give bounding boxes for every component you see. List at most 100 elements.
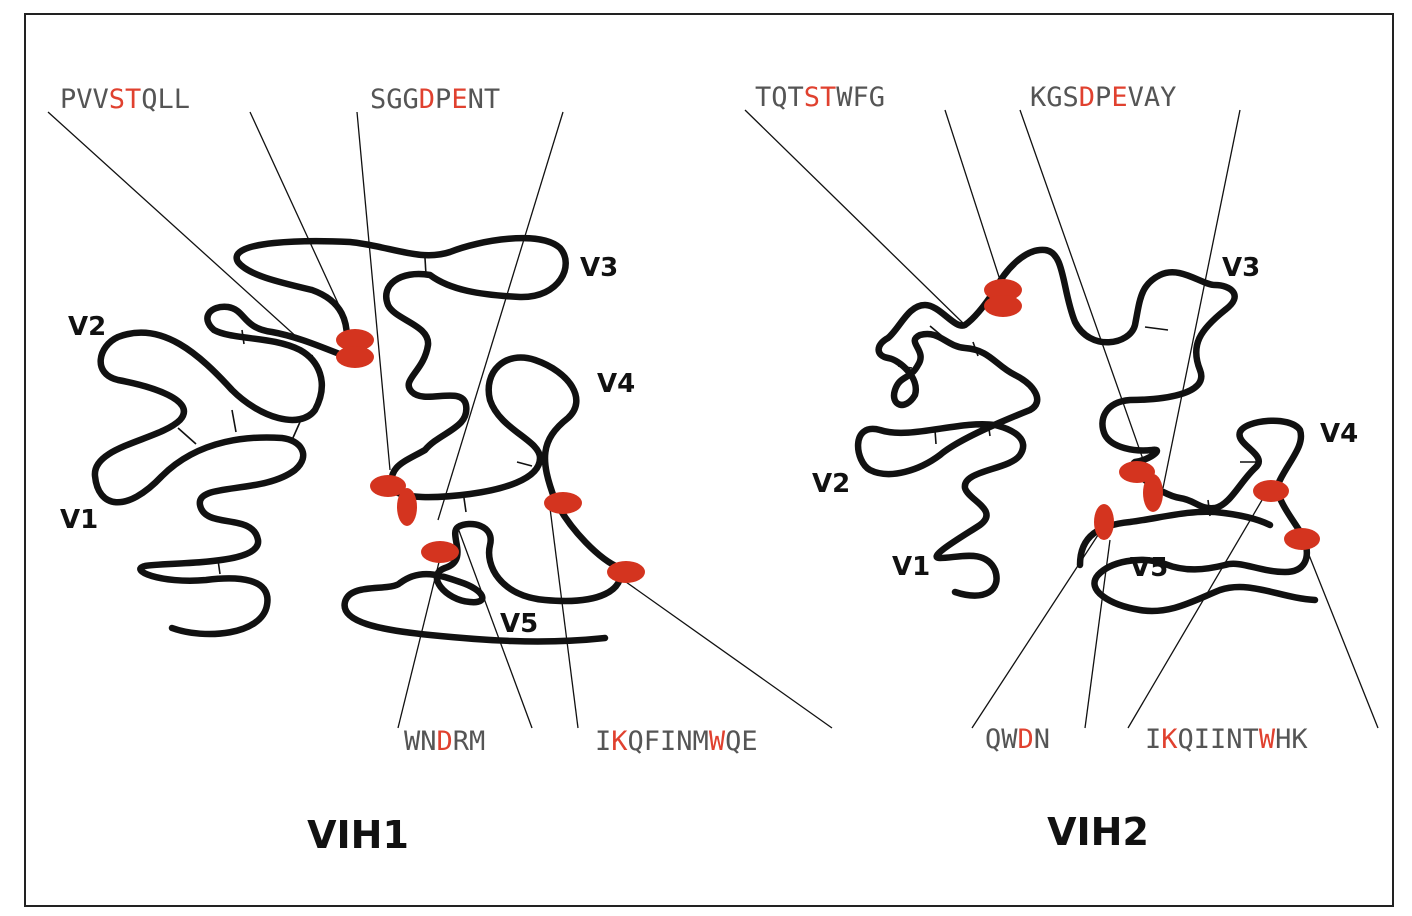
vih2-sequence-ikqiintwhk: IKQIINTWHK xyxy=(1145,724,1308,755)
vih2-sequence-qwdn: QWDN xyxy=(985,724,1050,755)
vih1-sequence-sggdpent: SGGDPENT xyxy=(370,84,500,115)
vih1-sequence-ikqfinmwqe: IKQFINMWQE xyxy=(595,726,758,757)
vih2-binding-site xyxy=(1119,461,1155,483)
seq-qwdn-segment: D xyxy=(1018,724,1034,755)
vih2-loop-label-v5: V5 xyxy=(1130,553,1168,583)
vih1-backbone-chain xyxy=(91,234,624,645)
vih1-crosslink xyxy=(231,409,237,433)
seq-ikqiintwhk-segment: W xyxy=(1259,724,1276,755)
vih2-binding-sites xyxy=(984,279,1320,550)
seq-sggdpent-segment: P xyxy=(435,84,451,115)
panel-vih1: PVVSTQLL SGGDPENT WNDRM IKQFINMWQE V1 V2… xyxy=(47,84,833,857)
vih2-loop-label-v1: V1 xyxy=(892,552,930,582)
vih1-leader-line xyxy=(356,111,391,471)
seq-kgsdpevay-segment: VAY xyxy=(1128,82,1177,113)
seq-ikqfinmwqe-segment: QFINM xyxy=(628,726,709,757)
vih1-crosslinks xyxy=(177,257,533,575)
vih1-sequence-pvvstqll: PVVSTQLL xyxy=(60,84,190,115)
vih1-sequence-wndrm: WNDRM xyxy=(404,726,485,757)
vih2-leader-line xyxy=(1162,109,1241,489)
vih1-leader-line xyxy=(397,557,441,729)
seq-kgsdpevay-segment: E xyxy=(1111,82,1127,113)
seq-ikqfinmwqe-segment: I xyxy=(595,726,611,757)
vih1-crosslink xyxy=(177,427,197,445)
vih2-crosslink xyxy=(934,429,937,445)
seq-ikqiintwhk-segment: K xyxy=(1161,724,1178,755)
vih2-loop-label-v2: V2 xyxy=(812,469,850,499)
vih1-crosslink xyxy=(516,461,533,467)
vih1-crosslink xyxy=(424,257,427,276)
vih1-crosslink xyxy=(217,559,221,575)
seq-ikqfinmwqe-segment: K xyxy=(611,726,628,757)
vih2-leader-line xyxy=(1084,539,1111,729)
seq-kgsdpevay-segment: P xyxy=(1095,82,1111,113)
vih2-binding-site xyxy=(1284,528,1320,550)
vih1-leader-line xyxy=(625,581,833,729)
vih1-loop-label-v1: V1 xyxy=(60,505,98,535)
vih1-binding-site xyxy=(336,346,374,368)
vih2-loop-label-v3: V3 xyxy=(1222,253,1260,283)
vih2-leader-line xyxy=(744,109,966,326)
seq-pvvstqll-segment: QLL xyxy=(141,84,190,115)
seq-pvvstqll-segment: PVV xyxy=(60,84,109,115)
vih2-leader-line xyxy=(1127,494,1266,729)
vih1-binding-site xyxy=(336,329,374,351)
vih1-binding-site xyxy=(370,475,406,497)
vih1-leader-line xyxy=(249,111,349,326)
seq-ikqiintwhk-segment: QIINT xyxy=(1178,724,1259,755)
vih2-sequence-kgsdpevay: KGSDPEVAY xyxy=(1030,82,1176,113)
seq-tqtstwfg-segment: TQT xyxy=(755,82,804,113)
seq-qwdn-segment: QW xyxy=(985,724,1018,755)
vih2-binding-site xyxy=(1143,474,1163,512)
vih2-binding-site xyxy=(1253,480,1289,502)
seq-wndrm-segment: RM xyxy=(453,726,486,757)
vih2-backbone-chain xyxy=(854,246,1319,615)
vih1-binding-site xyxy=(421,541,459,563)
vih2-binding-site xyxy=(1094,504,1114,540)
vih2-leader-lines xyxy=(744,109,1379,729)
seq-wndrm-segment: WN xyxy=(404,726,437,757)
seq-ikqiintwhk-segment: I xyxy=(1145,724,1161,755)
vih2-v5-loop-chain xyxy=(1076,508,1274,569)
vih1-loop-label-v2: V2 xyxy=(68,312,106,342)
vih1-leader-line xyxy=(457,527,533,729)
vih2-leader-line xyxy=(1019,109,1146,466)
vih2-leader-line xyxy=(944,109,1001,281)
vih2-binding-site xyxy=(984,295,1022,317)
vih2-crosslinks xyxy=(897,325,1258,517)
seq-ikqiintwhk-segment: HK xyxy=(1275,724,1308,755)
vih2-crosslink xyxy=(987,421,991,437)
vih1-loop-label-v5: V5 xyxy=(500,609,538,639)
seq-ikqfinmwqe-segment: QE xyxy=(725,726,758,757)
vih1-loop-label-v4: V4 xyxy=(597,369,635,399)
vih2-loop-label-v4: V4 xyxy=(1320,419,1358,449)
vih2-crosslink xyxy=(972,341,979,357)
seq-sggdpent-segment: D xyxy=(419,84,435,115)
vih1-leader-lines xyxy=(47,111,833,729)
vih2-crosslink xyxy=(929,325,943,337)
vih2-sequence-tqtstwfg: TQTSTWFG xyxy=(755,82,885,113)
figure-frame xyxy=(24,13,1394,907)
vih1-binding-site xyxy=(544,492,582,514)
vih1-panel-title: VIH1 xyxy=(307,813,409,857)
vih2-panel-title: VIH2 xyxy=(1047,810,1149,854)
vih1-crosslink xyxy=(291,421,301,441)
vih1-binding-sites xyxy=(336,329,645,583)
vih1-leader-line xyxy=(549,507,579,729)
seq-tqtstwfg-segment: WFG xyxy=(836,82,885,113)
seq-pvvstqll-segment: ST xyxy=(109,84,142,115)
vih1-crosslink xyxy=(463,497,467,513)
vih1-crosslink xyxy=(311,354,319,373)
vih1-binding-site xyxy=(397,488,417,526)
seq-tqtstwfg-segment: ST xyxy=(804,82,837,113)
vih2-crosslink xyxy=(1207,499,1211,517)
vih1-binding-site xyxy=(607,561,645,583)
vih1-loop-label-v3: V3 xyxy=(580,253,618,283)
vih2-leader-line xyxy=(1304,544,1379,729)
seq-kgsdpevay-segment: D xyxy=(1079,82,1095,113)
vih1-leader-line xyxy=(47,111,301,341)
vih2-leader-line xyxy=(971,534,1099,729)
seq-wndrm-segment: D xyxy=(437,726,453,757)
seq-sggdpent-segment: SGG xyxy=(370,84,419,115)
